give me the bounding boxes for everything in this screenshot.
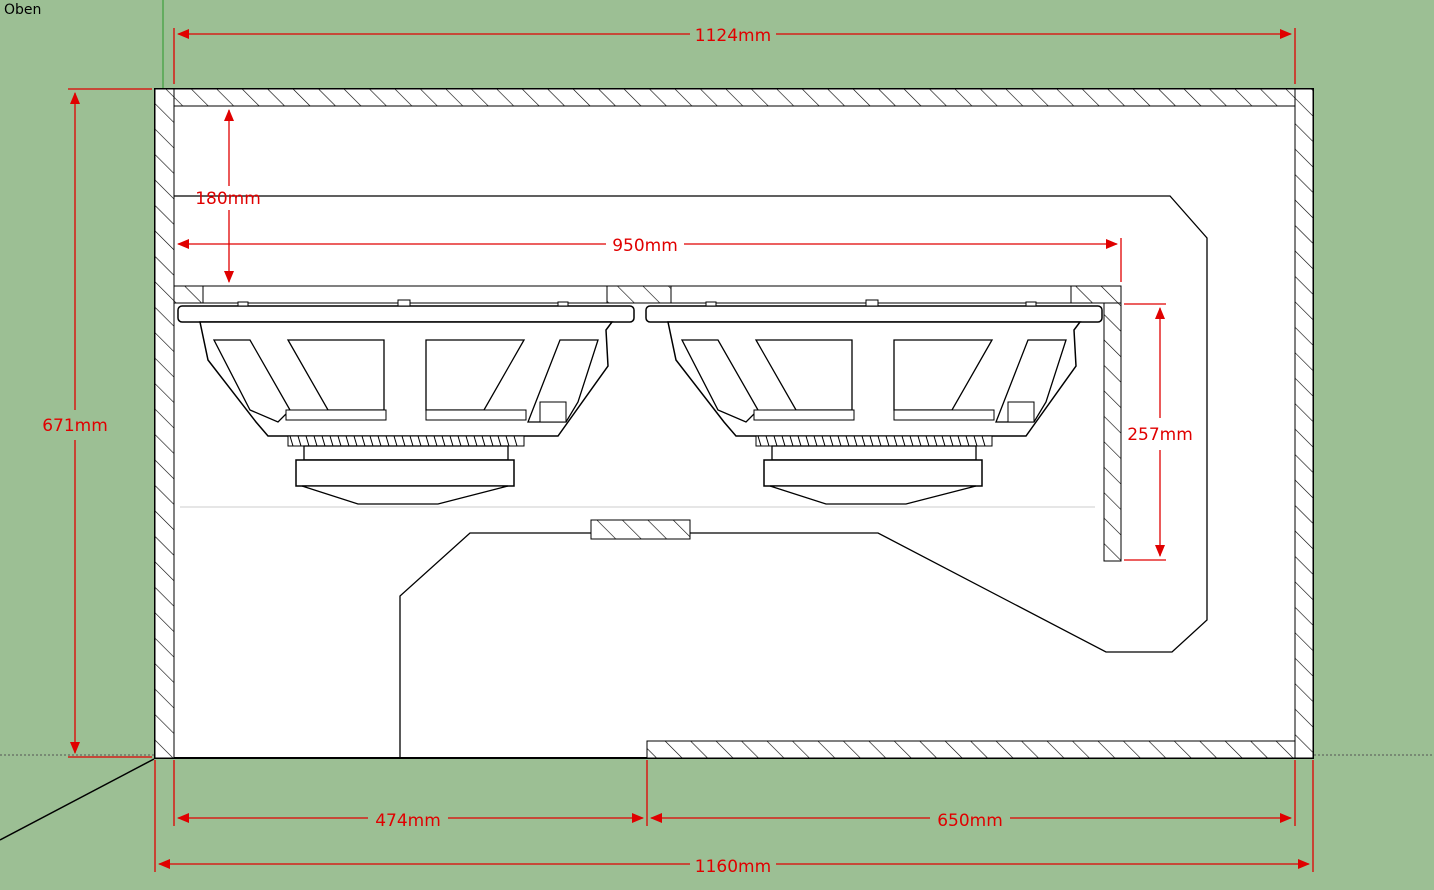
- dim-bottom-left: 474mm: [375, 811, 441, 831]
- dim-inner-panel: 257mm: [1127, 425, 1193, 445]
- baffle-hatch-1: [173, 285, 204, 304]
- dim-bottom-right: 650mm: [937, 811, 1003, 831]
- inner-panel: [1103, 302, 1122, 562]
- top-wall: [173, 88, 1296, 107]
- dim-overall-width: 1160mm: [695, 857, 771, 877]
- axis-black-line: [0, 758, 155, 841]
- dim-depth-gap: 180mm: [195, 189, 261, 209]
- baffle-hatch-2: [606, 285, 672, 304]
- dim-top-width: 1124mm: [695, 26, 771, 46]
- dim-left-height: 671mm: [42, 416, 108, 436]
- baffle-hatch-3: [1070, 285, 1122, 304]
- brace-panel: [590, 519, 691, 540]
- port-partition: [174, 195, 1208, 758]
- bottom-wall: [646, 740, 1296, 759]
- left-wall: [154, 88, 175, 759]
- dim-baffle-width: 950mm: [612, 236, 678, 256]
- view-label: Oben: [4, 2, 42, 18]
- right-wall: [1294, 88, 1314, 759]
